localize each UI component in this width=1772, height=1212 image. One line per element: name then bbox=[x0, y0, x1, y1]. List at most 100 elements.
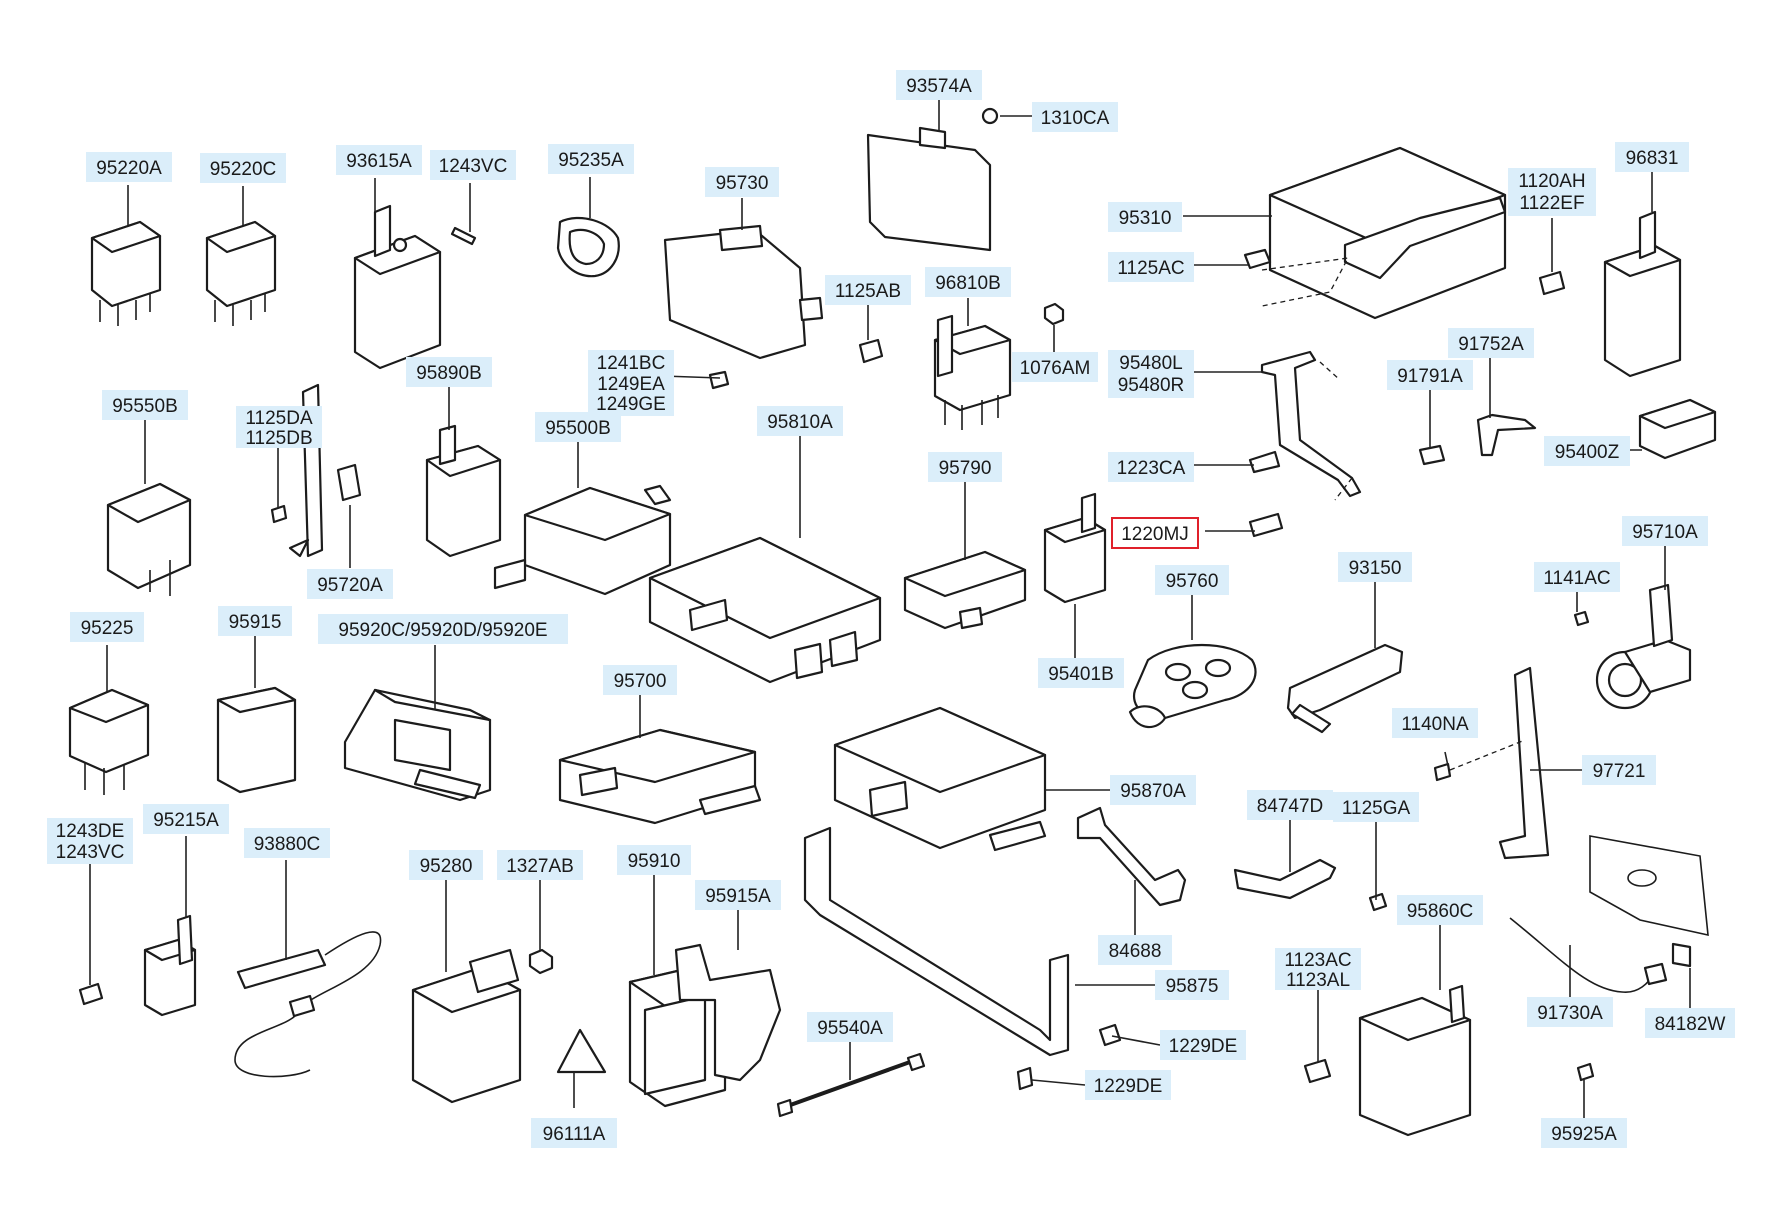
label-1125ga[interactable]: 1125GA bbox=[1333, 792, 1419, 822]
svg-text:1241BC: 1241BC bbox=[597, 353, 666, 374]
label-97721[interactable]: 97721 bbox=[1582, 755, 1656, 785]
svg-text:95401B: 95401B bbox=[1048, 664, 1114, 685]
label-95540a[interactable]: 95540A bbox=[807, 1012, 893, 1042]
svg-text:95220A: 95220A bbox=[96, 158, 162, 179]
label-96810b[interactable]: 96810B bbox=[925, 267, 1011, 297]
label-93615a[interactable]: 93615A bbox=[336, 145, 422, 175]
label-95915[interactable]: 95915 bbox=[218, 606, 292, 636]
label-95215a[interactable]: 95215A bbox=[143, 804, 229, 834]
label-1120ah[interactable]: 1120AH bbox=[1508, 168, 1596, 192]
label-1125db[interactable]: 1125DB bbox=[236, 426, 322, 449]
label-1223ca[interactable]: 1223CA bbox=[1108, 452, 1194, 482]
label-95920c-d-e[interactable]: 95920C/95920D/95920E bbox=[318, 614, 568, 644]
svg-text:1123AL: 1123AL bbox=[1286, 970, 1350, 991]
label-95910[interactable]: 95910 bbox=[617, 845, 691, 875]
label-1310ca[interactable]: 1310CA bbox=[1032, 102, 1118, 132]
svg-text:95400Z: 95400Z bbox=[1555, 442, 1620, 463]
label-96831[interactable]: 96831 bbox=[1615, 142, 1689, 172]
svg-text:1243DE: 1243DE bbox=[56, 821, 125, 842]
label-95710a[interactable]: 95710A bbox=[1622, 516, 1708, 546]
label-84688[interactable]: 84688 bbox=[1098, 935, 1172, 965]
label-95890b[interactable]: 95890B bbox=[406, 357, 492, 387]
part-95235a bbox=[556, 217, 620, 278]
label-95235a[interactable]: 95235A bbox=[548, 144, 634, 174]
label-1243vc-top[interactable]: 1243VC bbox=[430, 150, 516, 180]
label-95870a[interactable]: 95870A bbox=[1110, 775, 1196, 805]
label-1123ac[interactable]: 1123AC bbox=[1275, 948, 1361, 971]
svg-text:1243VC: 1243VC bbox=[56, 842, 125, 863]
part-84182w bbox=[1589, 835, 1709, 968]
part-97721 bbox=[1498, 666, 1550, 860]
label-95480l[interactable]: 95480L bbox=[1108, 350, 1194, 374]
label-1076am[interactable]: 1076AM bbox=[1012, 352, 1098, 382]
label-84747d[interactable]: 84747D bbox=[1247, 790, 1333, 820]
part-93880c bbox=[234, 931, 382, 1078]
part-95550b bbox=[106, 482, 192, 596]
label-95220a[interactable]: 95220A bbox=[86, 152, 172, 182]
svg-text:95915: 95915 bbox=[229, 612, 282, 633]
svg-text:95915A: 95915A bbox=[705, 886, 771, 907]
label-95220c[interactable]: 95220C bbox=[200, 153, 286, 183]
label-93150[interactable]: 93150 bbox=[1338, 552, 1412, 582]
part-95480 bbox=[1260, 350, 1362, 498]
label-95401b[interactable]: 95401B bbox=[1038, 658, 1124, 688]
svg-text:91752A: 91752A bbox=[1458, 334, 1524, 355]
label-84182w[interactable]: 84182W bbox=[1645, 1008, 1735, 1038]
label-91730a[interactable]: 91730A bbox=[1527, 997, 1613, 1027]
label-95810a[interactable]: 95810A bbox=[757, 406, 843, 436]
svg-text:95480L: 95480L bbox=[1119, 353, 1182, 374]
part-95540a bbox=[776, 1052, 926, 1118]
label-1243de[interactable]: 1243DE bbox=[47, 818, 133, 842]
label-95875[interactable]: 95875 bbox=[1155, 970, 1229, 1000]
label-1125da[interactable]: 1125DA bbox=[236, 406, 322, 429]
label-91752a[interactable]: 91752A bbox=[1448, 328, 1534, 358]
label-1122ef[interactable]: 1122EF bbox=[1508, 190, 1596, 216]
label-1249ea[interactable]: 1249EA bbox=[588, 372, 674, 395]
label-1229de-upper[interactable]: 1229DE bbox=[1160, 1030, 1246, 1060]
part-93150 bbox=[1286, 643, 1404, 734]
label-95400z[interactable]: 95400Z bbox=[1544, 436, 1630, 466]
svg-text:95500B: 95500B bbox=[545, 418, 611, 439]
part-93574a bbox=[866, 126, 992, 252]
label-95550b[interactable]: 95550B bbox=[102, 390, 188, 420]
label-1141ac[interactable]: 1141AC bbox=[1534, 562, 1620, 592]
label-1125ab[interactable]: 1125AB bbox=[825, 275, 911, 305]
part-95790 bbox=[903, 550, 1027, 630]
label-95280[interactable]: 95280 bbox=[409, 850, 483, 880]
label-91791a[interactable]: 91791A bbox=[1387, 360, 1473, 390]
svg-text:93574A: 93574A bbox=[906, 76, 972, 97]
svg-text:1120AH: 1120AH bbox=[1518, 171, 1585, 192]
label-95225[interactable]: 95225 bbox=[70, 612, 144, 642]
part-95215a bbox=[143, 914, 197, 1017]
label-95700[interactable]: 95700 bbox=[603, 665, 677, 695]
label-95760[interactable]: 95760 bbox=[1155, 565, 1229, 595]
label-96111a[interactable]: 96111A bbox=[531, 1118, 617, 1148]
part-95920 bbox=[343, 688, 492, 802]
part-95220c bbox=[205, 220, 277, 326]
label-95310[interactable]: 95310 bbox=[1108, 202, 1182, 232]
label-95480r[interactable]: 95480R bbox=[1108, 372, 1194, 398]
label-95720a[interactable]: 95720A bbox=[307, 569, 393, 599]
label-1220mj-selected[interactable]: 1220MJ bbox=[1111, 517, 1199, 549]
label-95860c[interactable]: 95860C bbox=[1397, 895, 1483, 925]
label-1123al[interactable]: 1123AL bbox=[1275, 968, 1361, 991]
svg-text:84688: 84688 bbox=[1109, 941, 1162, 962]
label-1229de-lower[interactable]: 1229DE bbox=[1085, 1070, 1171, 1100]
label-1243vc-bottom[interactable]: 1243VC bbox=[47, 840, 133, 864]
label-95790[interactable]: 95790 bbox=[928, 452, 1002, 482]
label-1241bc[interactable]: 1241BC bbox=[588, 350, 674, 374]
part-labels: 93574A 1310CA 95220A 95220C 93615A 1243V… bbox=[47, 70, 1735, 1148]
svg-text:95700: 95700 bbox=[614, 671, 667, 692]
label-1327ab[interactable]: 1327AB bbox=[497, 850, 583, 880]
label-1125ac[interactable]: 1125AC bbox=[1108, 252, 1194, 282]
label-95500b[interactable]: 95500B bbox=[535, 412, 621, 442]
label-95730[interactable]: 95730 bbox=[705, 167, 779, 197]
label-93880c[interactable]: 93880C bbox=[244, 828, 330, 858]
svg-text:1249GE: 1249GE bbox=[596, 394, 666, 415]
label-95925a[interactable]: 95925A bbox=[1541, 1118, 1627, 1148]
svg-text:95925A: 95925A bbox=[1551, 1124, 1617, 1145]
part-96111a bbox=[556, 1028, 607, 1074]
label-1140na[interactable]: 1140NA bbox=[1392, 708, 1478, 738]
label-95915a[interactable]: 95915A bbox=[695, 880, 781, 910]
label-93574a[interactable]: 93574A bbox=[896, 70, 982, 100]
